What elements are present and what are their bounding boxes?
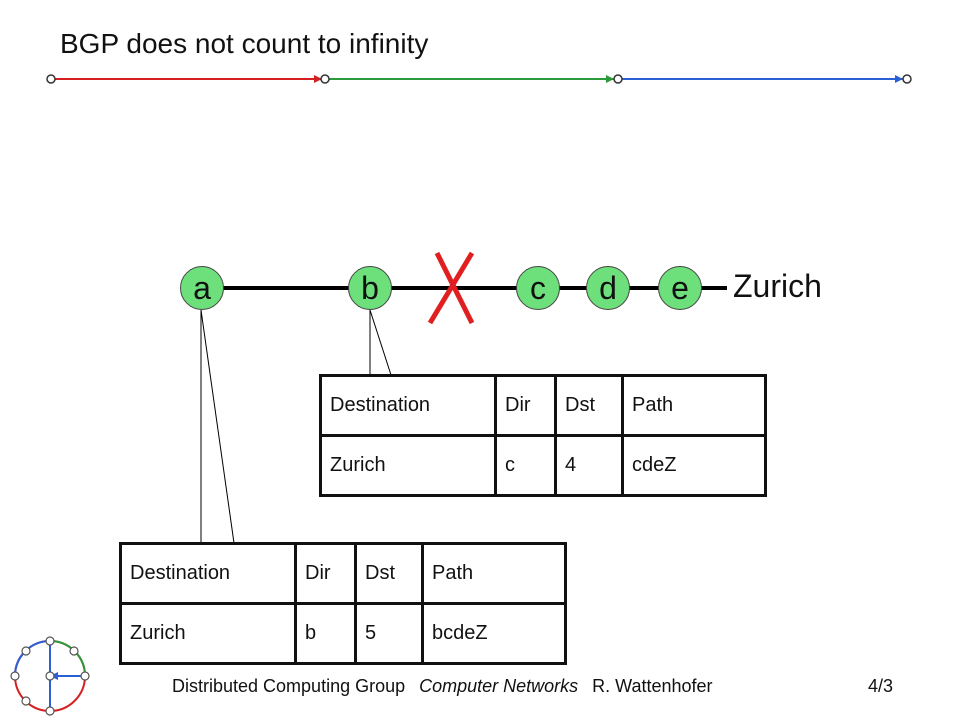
cell-dst: 4: [555, 435, 624, 496]
footer-author: R. Wattenhofer: [592, 676, 713, 696]
header-path: Path: [622, 375, 766, 437]
slide-title: BGP does not count to infinity: [60, 28, 429, 59]
cell-path: bcdeZ: [432, 622, 488, 644]
table-header-row: Destination Dir Dst Path: [120, 543, 566, 605]
header-path: Path: [422, 543, 566, 605]
table-row: Zurich c 4 cdeZ: [320, 435, 766, 496]
table-row: Zurich b 5 bcdeZ: [120, 603, 566, 664]
cell-destination: Zurich: [120, 603, 297, 664]
callout-a: [200, 309, 235, 544]
footer-group: Distributed Computing Group: [172, 676, 406, 696]
callout-b: [369, 309, 392, 376]
cell-dst: 5: [355, 603, 424, 664]
cell-destination: Zurich: [320, 435, 497, 496]
header-dst: Dst: [555, 375, 624, 437]
table-header-row: Destination Dir Dst Path: [320, 375, 766, 437]
cell-dir: b: [295, 603, 357, 664]
header-dir: Dir: [495, 375, 557, 437]
page-number: 4/3: [868, 676, 894, 696]
link-failure-mark: [427, 251, 475, 325]
node-d: d: [586, 266, 630, 310]
node-e: e: [658, 266, 702, 310]
header-destination: Destination: [320, 375, 497, 437]
node-a: a: [180, 266, 224, 310]
destination-label: Zurich: [733, 268, 822, 304]
footer: Distributed Computing Group Computer Netw…: [172, 676, 713, 697]
cell-path: cdeZ: [632, 454, 677, 476]
header-dir: Dir: [295, 543, 357, 605]
cell-dir: c: [495, 435, 557, 496]
node-b: b: [348, 266, 392, 310]
footer-course: Computer Networks: [419, 676, 579, 696]
routing-table-b: Destination Dir Dst Path Zurich c 4 cdeZ: [319, 374, 767, 497]
header-destination: Destination: [120, 543, 297, 605]
routing-table-a: Destination Dir Dst Path Zurich b 5 bcde…: [119, 542, 567, 665]
header-dst: Dst: [355, 543, 424, 605]
node-c: c: [516, 266, 560, 310]
